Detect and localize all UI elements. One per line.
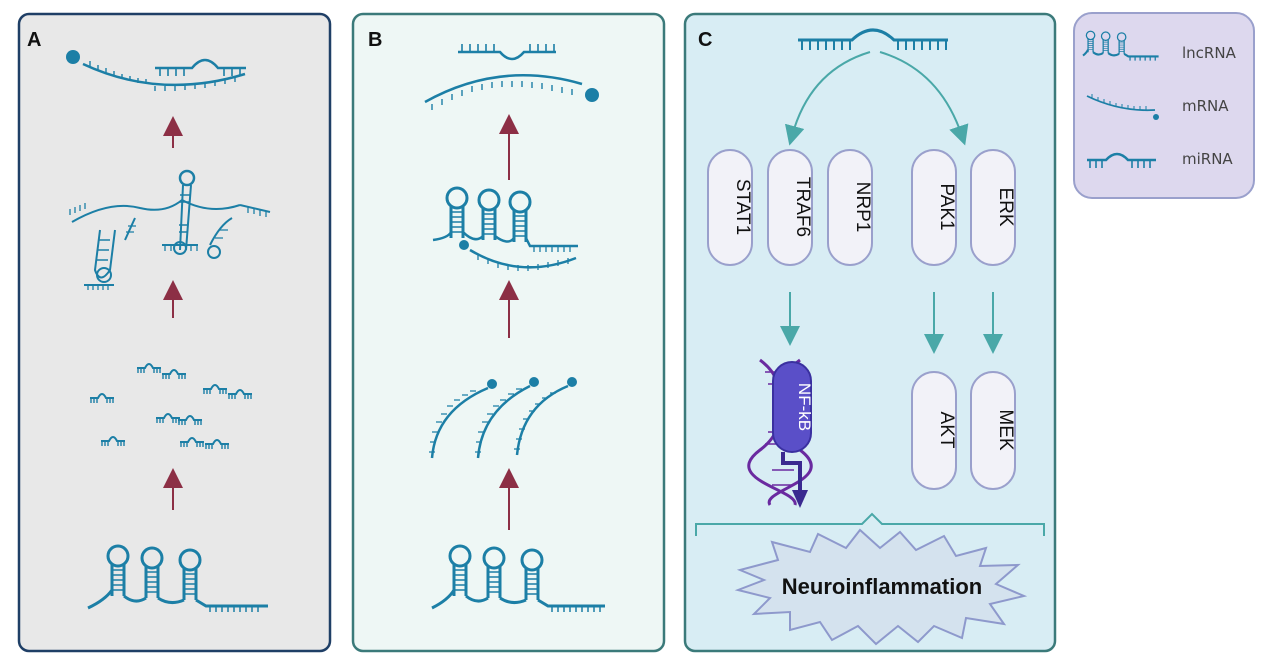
mrnas-icon: [429, 377, 577, 459]
legend-frame: [1073, 12, 1255, 199]
pill-label: MEK: [995, 409, 1016, 451]
lncrna-icon: [87, 544, 268, 612]
lncrna-sponge-icon: [432, 186, 578, 271]
pill-label: AKT: [936, 412, 957, 449]
nfkb-factor: NF-kB: [772, 361, 814, 453]
pill-mek: MEK: [970, 371, 1016, 490]
branch-arrow-left-icon: [784, 51, 871, 146]
mrna-mirna-complex-icon: [424, 44, 599, 110]
pill-pak1: PAK1: [911, 149, 957, 266]
lncrna-icon: [431, 544, 605, 612]
legend-label: mRNA: [1182, 97, 1229, 115]
pill-akt: AKT: [911, 371, 957, 490]
transcription-arrow-icon: [781, 452, 802, 492]
pill-nrp1: NRP1: [827, 149, 873, 266]
panel-c: C STAT1 TRAF6 NRP1 PAK1 ERK: [683, 12, 1057, 653]
brace-icon: [695, 512, 1045, 536]
legend-label: lncRNA: [1182, 44, 1237, 62]
panel-c-letter: C: [698, 29, 712, 51]
pill-label: ERK: [995, 187, 1016, 226]
panel-b-letter: B: [368, 29, 382, 51]
mrna-icon: [1086, 94, 1159, 120]
pill-label: STAT1: [732, 179, 753, 235]
nfkb-label: NF-kB: [795, 383, 814, 431]
panel-a-letter: A: [27, 29, 41, 51]
pill-traf6: TRAF6: [767, 149, 813, 266]
transcription-arrowhead-icon: [792, 490, 808, 508]
mrna-mirna-complex-icon: [66, 50, 246, 91]
starburst-icon: [734, 528, 1028, 646]
mirna-icon: [798, 28, 948, 50]
lncrna-icon: [1082, 30, 1159, 61]
legend-label: miRNA: [1182, 150, 1233, 168]
legend: lncRNA mRNA miRNA: [1073, 12, 1255, 199]
pre-mirna-processing-icon: [69, 169, 271, 290]
pill-label: TRAF6: [792, 177, 813, 237]
panel-a-frame: [17, 12, 332, 653]
panel-a: A: [17, 12, 332, 653]
pill-label: PAK1: [936, 183, 957, 230]
panel-b: B: [351, 12, 666, 653]
pill-stat1: STAT1: [707, 149, 753, 266]
mirna-icon: [1087, 152, 1156, 168]
pill-label: NRP1: [852, 182, 873, 233]
neuroinflammation-label: Neuroinflammation: [782, 574, 982, 599]
pill-erk: ERK: [970, 149, 1016, 266]
branch-arrow-right-icon: [879, 51, 969, 146]
